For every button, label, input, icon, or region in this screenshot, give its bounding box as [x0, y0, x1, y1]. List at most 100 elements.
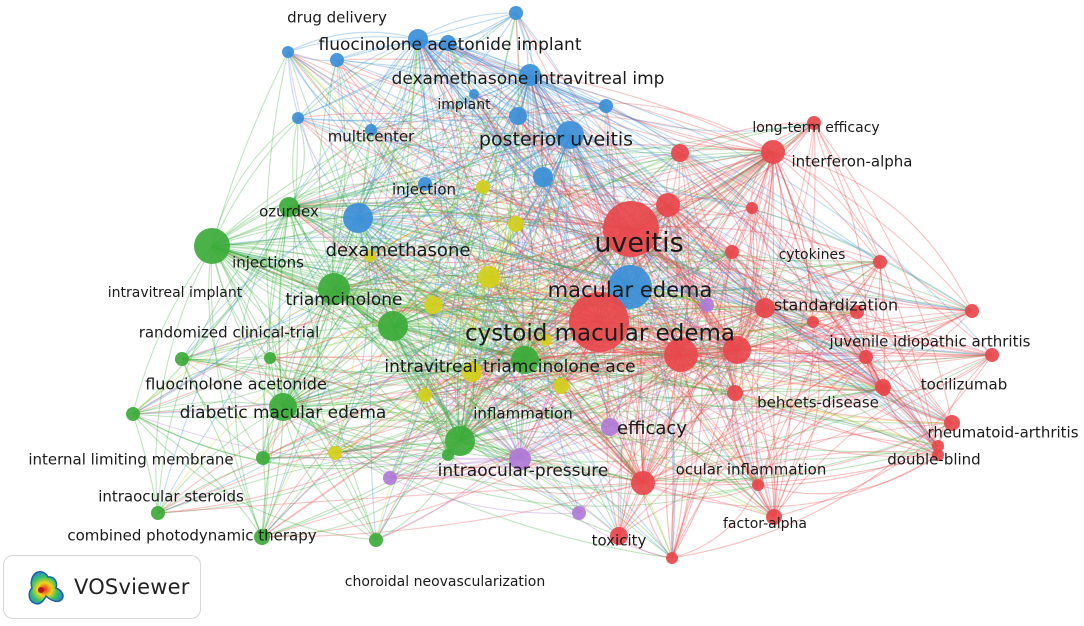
term-label[interactable]: ocular inflammation: [676, 461, 827, 479]
network-node[interactable]: [378, 311, 408, 341]
network-node[interactable]: [572, 506, 586, 520]
term-label[interactable]: choroidal neovascularization: [345, 574, 545, 590]
term-label[interactable]: cystoid macular edema: [465, 321, 735, 347]
network-node[interactable]: [256, 451, 270, 465]
network-node[interactable]: [364, 250, 376, 262]
network-node[interactable]: [509, 448, 531, 470]
term-label[interactable]: drug delivery: [287, 9, 387, 27]
term-label[interactable]: combined photodynamic therapy: [67, 527, 316, 545]
network-node[interactable]: [873, 255, 887, 269]
network-node[interactable]: [194, 228, 230, 264]
network-node[interactable]: [944, 415, 960, 431]
network-node[interactable]: [254, 529, 270, 545]
network-node[interactable]: [469, 89, 479, 99]
network-node[interactable]: [462, 362, 482, 382]
network-node[interactable]: [746, 202, 758, 214]
term-label[interactable]: triamcinolone: [286, 290, 403, 310]
network-node[interactable]: [556, 121, 584, 149]
network-node[interactable]: [664, 338, 698, 372]
network-node[interactable]: [408, 29, 428, 49]
network-node[interactable]: [700, 298, 714, 312]
network-node[interactable]: [603, 201, 659, 257]
network-node[interactable]: [553, 378, 569, 394]
network-node[interactable]: [328, 446, 342, 460]
term-label[interactable]: intravitreal implant: [108, 285, 243, 301]
network-node[interactable]: [666, 552, 678, 564]
network-node[interactable]: [269, 393, 297, 421]
network-node[interactable]: [369, 533, 383, 547]
network-node[interactable]: [445, 426, 475, 456]
term-label[interactable]: fluocinolone acetonide: [145, 375, 327, 394]
network-node[interactable]: [383, 471, 397, 485]
term-label[interactable]: intravitreal triamcinolone ace: [384, 357, 635, 377]
term-label[interactable]: interferon-alpha: [792, 153, 913, 171]
network-node[interactable]: [511, 346, 539, 374]
term-label[interactable]: juvenile idiopathic arthritis: [829, 333, 1031, 351]
network-node[interactable]: [807, 116, 821, 130]
network-node[interactable]: [932, 440, 944, 452]
term-label[interactable]: tocilizumab: [921, 376, 1008, 394]
term-label[interactable]: intraocular steroids: [98, 488, 244, 506]
term-label[interactable]: factor-alpha: [723, 516, 807, 532]
network-node[interactable]: [725, 245, 739, 259]
network-node[interactable]: [282, 46, 294, 58]
term-label[interactable]: injections: [232, 254, 304, 272]
network-node[interactable]: [418, 177, 432, 191]
network-node[interactable]: [850, 305, 864, 319]
network-node[interactable]: [330, 53, 344, 67]
term-label[interactable]: implant: [437, 97, 491, 113]
term-label[interactable]: intraocular-pressure: [438, 461, 609, 481]
term-label[interactable]: injection: [392, 181, 456, 199]
network-node[interactable]: [264, 352, 276, 364]
network-node[interactable]: [533, 167, 553, 187]
network-node[interactable]: [418, 388, 432, 402]
network-node[interactable]: [292, 112, 304, 124]
network-node[interactable]: [807, 316, 819, 328]
network-node[interactable]: [601, 418, 619, 436]
network-node[interactable]: [859, 350, 873, 364]
network-node[interactable]: [752, 479, 764, 491]
network-node[interactable]: [365, 124, 377, 136]
term-label[interactable]: ozurdex: [259, 203, 319, 221]
term-label[interactable]: efficacy: [617, 418, 687, 439]
network-node[interactable]: [875, 379, 891, 395]
term-label[interactable]: inflammation: [473, 405, 572, 423]
network-node[interactable]: [476, 180, 490, 194]
term-label[interactable]: long-term efficacy: [752, 120, 879, 136]
network-node[interactable]: [424, 296, 442, 314]
network-node[interactable]: [440, 35, 456, 51]
term-label[interactable]: behcets-disease: [757, 394, 879, 412]
network-node[interactable]: [318, 273, 350, 305]
network-node[interactable]: [279, 197, 299, 217]
network-node[interactable]: [519, 64, 541, 86]
network-node[interactable]: [151, 506, 165, 520]
term-label[interactable]: dexamethasone intravitreal imp: [392, 69, 665, 89]
network-node[interactable]: [608, 265, 652, 309]
network-node[interactable]: [723, 336, 751, 364]
network-node[interactable]: [175, 352, 189, 366]
term-label[interactable]: multicenter: [328, 128, 415, 146]
network-node[interactable]: [478, 266, 500, 288]
network-node[interactable]: [656, 193, 680, 217]
term-label[interactable]: uveitis: [594, 228, 683, 259]
network-node[interactable]: [509, 6, 523, 20]
term-label[interactable]: double-blind: [887, 451, 980, 469]
term-label[interactable]: posterior uveitis: [479, 129, 633, 151]
term-label[interactable]: fluocinolone acetonide implant: [319, 35, 582, 55]
network-node[interactable]: [727, 385, 743, 401]
term-label[interactable]: randomized clinical-trial: [139, 324, 320, 342]
network-node[interactable]: [599, 99, 613, 113]
network-node[interactable]: [610, 527, 628, 545]
term-label[interactable]: dexamethasone: [326, 240, 471, 261]
term-label[interactable]: macular edema: [548, 278, 713, 302]
term-label[interactable]: internal limiting membrane: [28, 451, 233, 469]
network-node[interactable]: [631, 471, 655, 495]
network-node[interactable]: [766, 509, 782, 525]
network-node[interactable]: [508, 216, 524, 232]
term-label[interactable]: toxicity: [592, 532, 647, 550]
network-node[interactable]: [540, 334, 552, 346]
network-node[interactable]: [761, 140, 785, 164]
term-label[interactable]: cytokines: [779, 247, 846, 263]
network-node[interactable]: [569, 292, 629, 352]
network-node[interactable]: [965, 304, 979, 318]
